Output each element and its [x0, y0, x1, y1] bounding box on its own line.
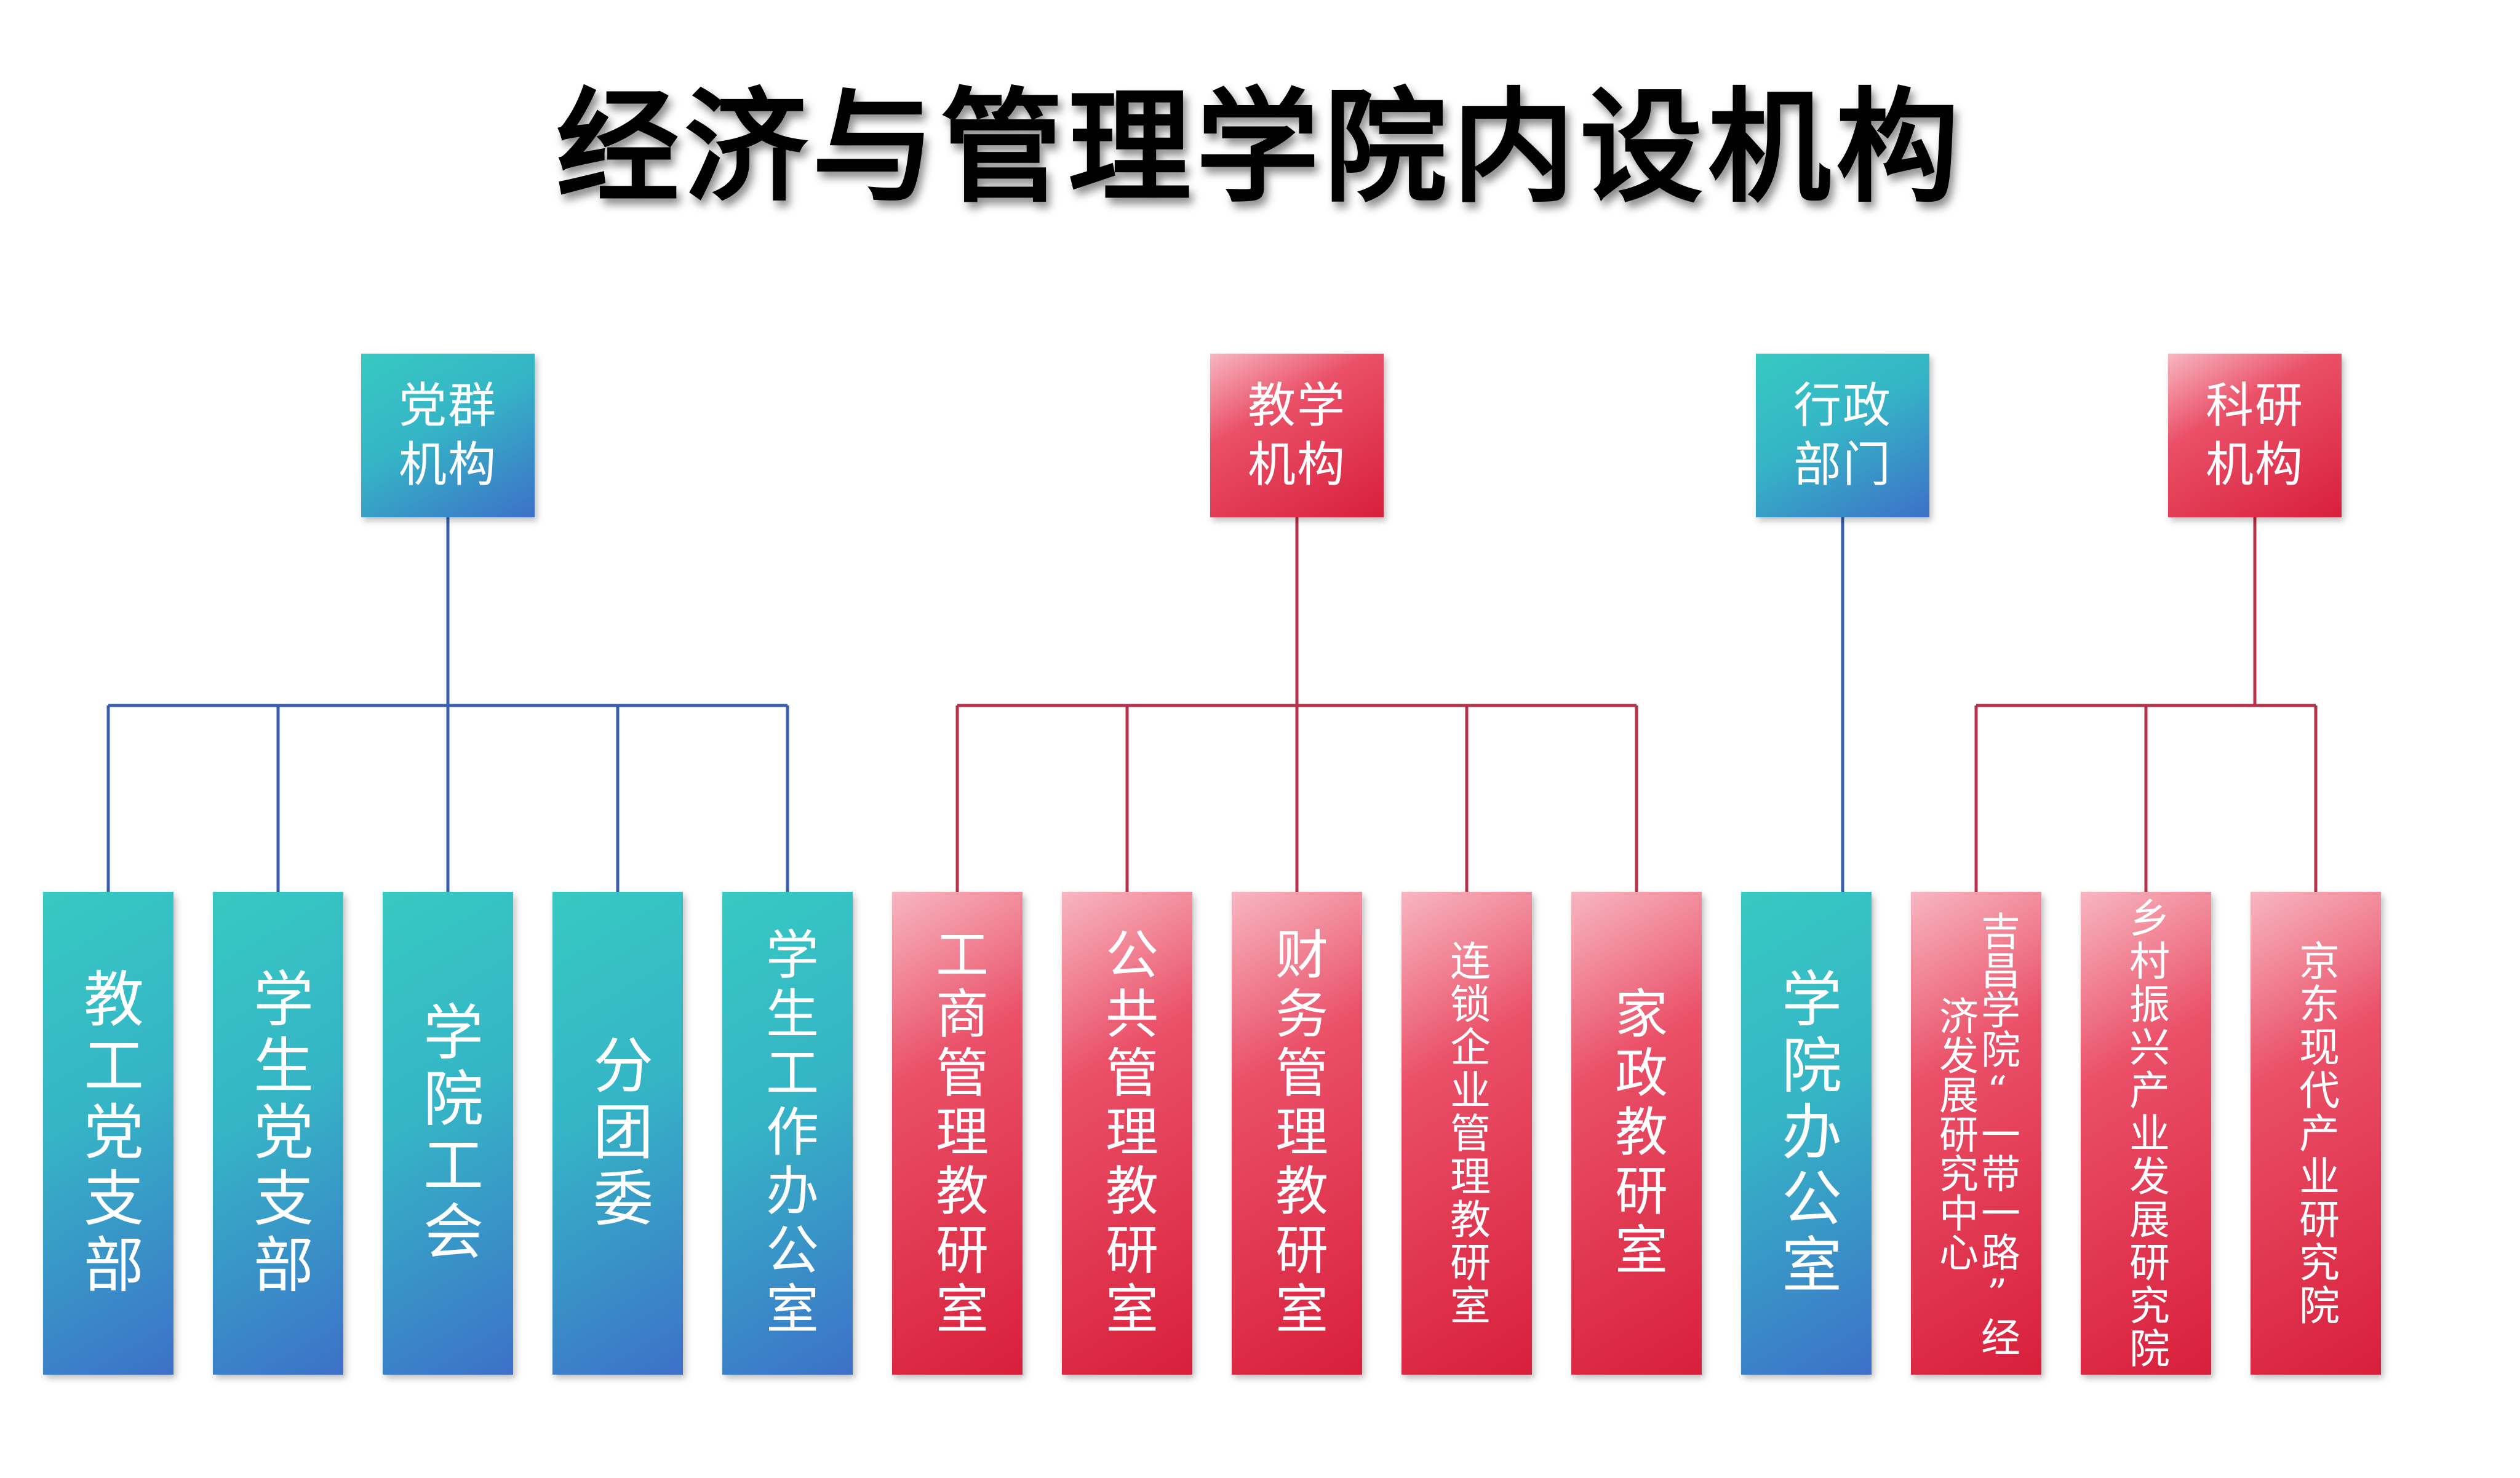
category-teaching: 教学机构 [1210, 354, 1384, 517]
leaf-college-office: 学院办公室 [1741, 892, 1872, 1375]
category-label: 教学机构 [1247, 378, 1346, 493]
leaf-label: 教工党支部 [73, 967, 143, 1300]
leaf-label: 家政教研室 [1605, 985, 1667, 1281]
leaf-student-affairs-office: 学生工作办公室 [722, 892, 853, 1375]
category-label: 科研机构 [2205, 378, 2304, 493]
leaf-label: 财务管理教研室 [1266, 926, 1328, 1340]
leaf-belt-road-research-center: 吉昌学院“一带一路”经济发展研究中心 [1911, 892, 2041, 1375]
leaf-housekeeping-section: 家政教研室 [1571, 892, 1702, 1375]
category-label: 党群机构 [398, 378, 497, 493]
leaf-label: 学院工会 [413, 1000, 483, 1266]
leaf-public-admin-section: 公共管理教研室 [1062, 892, 1192, 1375]
chart-title: 经济与管理学院内设机构 [556, 75, 1964, 220]
leaf-faculty-party-branch: 教工党支部 [43, 892, 173, 1375]
leaf-college-union: 学院工会 [383, 892, 513, 1375]
leaf-label: 工商管理教研室 [926, 926, 988, 1340]
leaf-rural-revitalization-institute: 乡村振兴产业发展研究院 [2081, 892, 2211, 1375]
category-administration: 行政部门 [1756, 354, 1929, 517]
leaf-finance-section: 财务管理教研室 [1232, 892, 1362, 1375]
leaf-business-admin-section: 工商管理教研室 [892, 892, 1023, 1375]
category-research: 科研机构 [2168, 354, 2342, 517]
leaf-label: 学生党支部 [243, 967, 313, 1300]
leaf-label: 连锁企业管理教研室 [1443, 939, 1491, 1327]
leaf-chain-enterprise-section: 连锁企业管理教研室 [1402, 892, 1532, 1375]
category-party-mass: 党群机构 [361, 354, 535, 517]
leaf-youth-league: 分团委 [552, 892, 683, 1375]
leaf-label: 吉昌学院“一带一路”经济发展研究中心 [1932, 910, 2020, 1356]
leaf-jd-industry-institute: 京东现代产业研究院 [2251, 892, 2381, 1375]
leaf-label: 乡村振兴产业发展研究院 [2123, 896, 2170, 1370]
leaf-label: 京东现代产业研究院 [2292, 939, 2340, 1327]
leaf-label: 公共管理教研室 [1096, 926, 1158, 1340]
leaf-label: 分团委 [583, 1033, 653, 1233]
leaf-label: 学生工作办公室 [756, 926, 818, 1340]
category-label: 行政部门 [1793, 378, 1892, 493]
leaf-student-party-branch: 学生党支部 [213, 892, 343, 1375]
leaf-label: 学院办公室 [1771, 967, 1841, 1300]
